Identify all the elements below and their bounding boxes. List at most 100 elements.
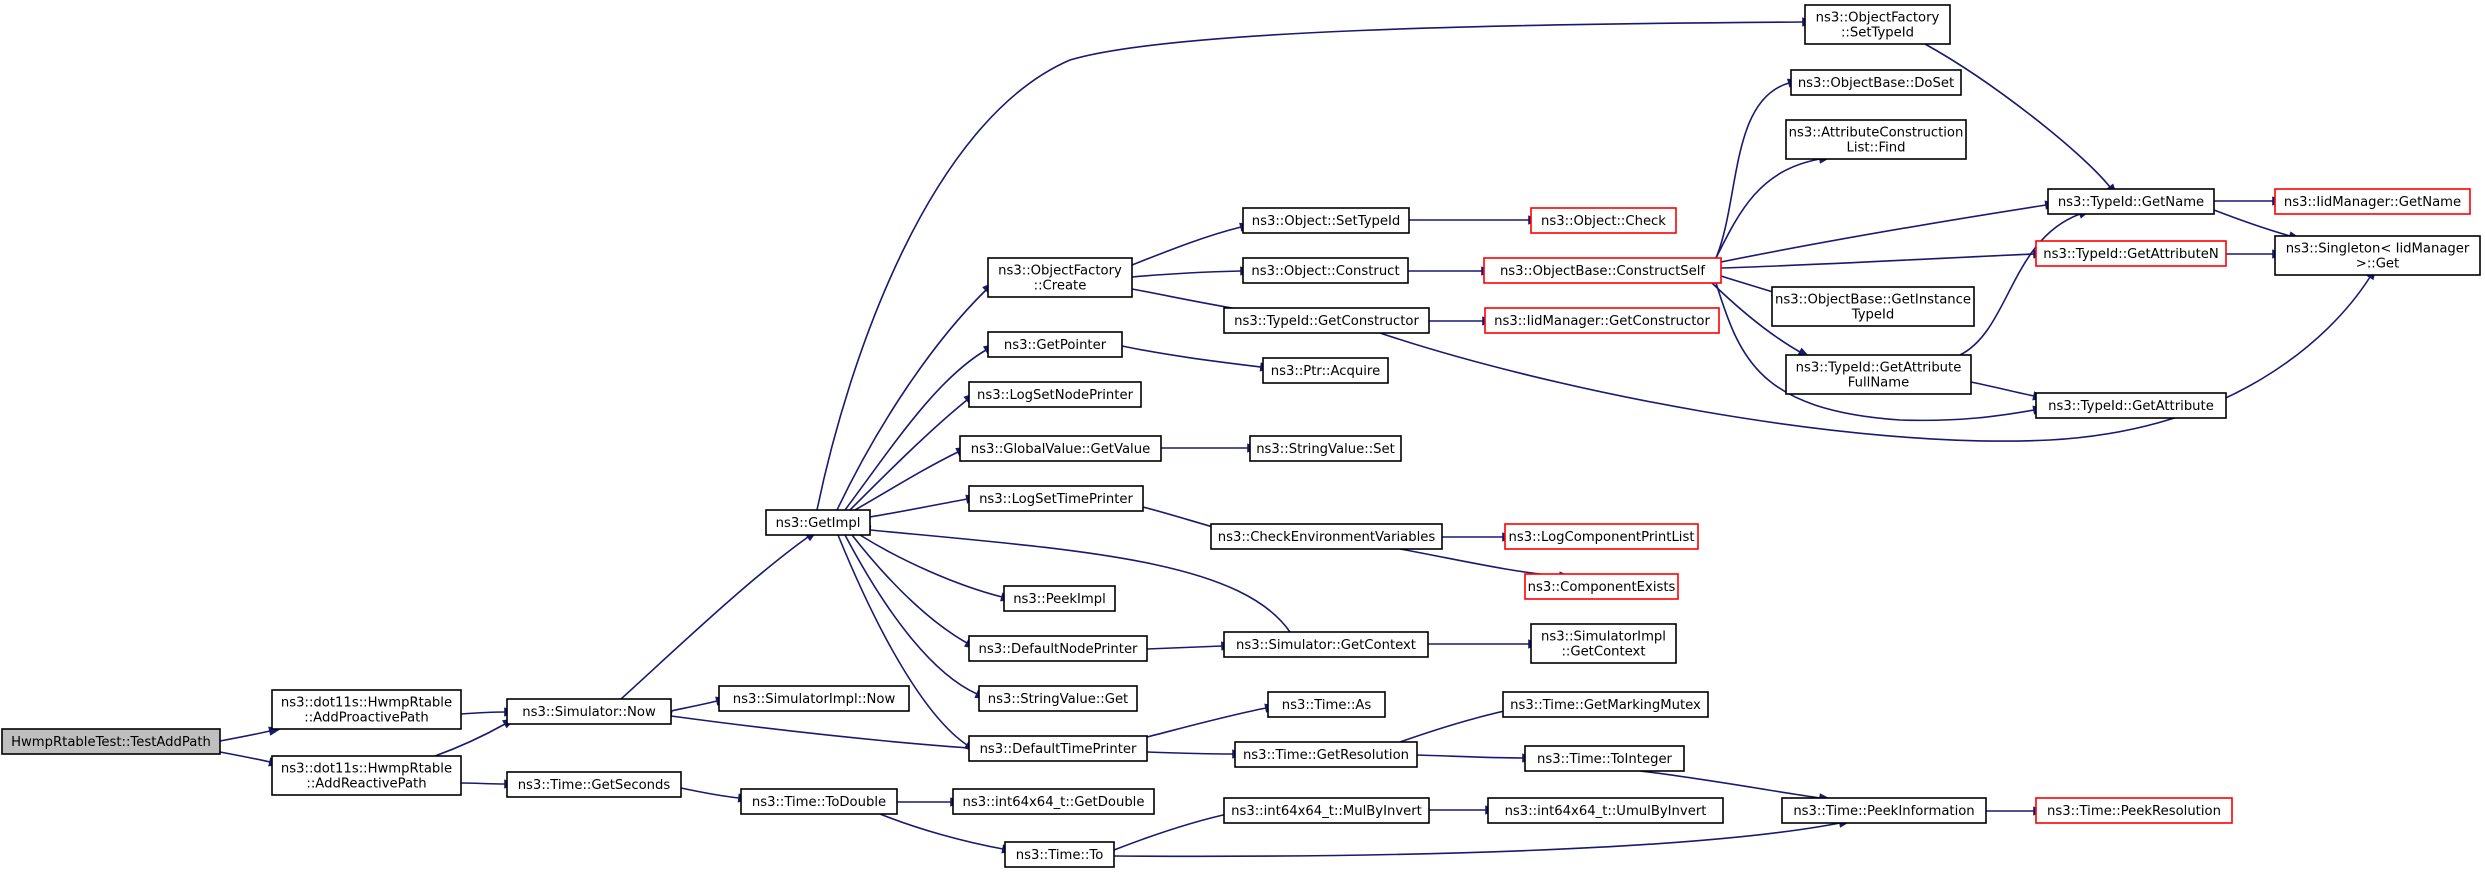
node-box[interactable] bbox=[968, 485, 1144, 512]
node-box[interactable] bbox=[968, 735, 1148, 762]
node-box[interactable] bbox=[1524, 745, 1685, 772]
node-n17[interactable]: ns3::Object::Construct bbox=[1242, 257, 1409, 284]
node-n7[interactable]: ns3::ObjectFactory::Create bbox=[987, 257, 1133, 298]
node-box[interactable] bbox=[1210, 523, 1443, 550]
node-box[interactable] bbox=[765, 509, 871, 536]
node-box[interactable] bbox=[1, 728, 221, 755]
node-n40[interactable]: ns3::SimulatorImpl::GetContext bbox=[1530, 623, 1677, 664]
node-n4[interactable]: ns3::SimulatorImpl::Now bbox=[718, 685, 910, 712]
node-box[interactable] bbox=[987, 257, 1133, 298]
node-box[interactable] bbox=[1804, 4, 1951, 45]
node-box[interactable] bbox=[2274, 188, 2471, 215]
node-n1[interactable]: ns3::dot11s::HwmpRtable::AddProactivePat… bbox=[271, 689, 462, 730]
node-box[interactable] bbox=[1785, 354, 1972, 395]
node-box[interactable] bbox=[506, 698, 672, 725]
node-box[interactable] bbox=[1249, 435, 1402, 462]
node-box[interactable] bbox=[718, 685, 910, 712]
node-box[interactable] bbox=[952, 788, 1155, 815]
node-n10[interactable]: ns3::GlobalValue::GetValue bbox=[959, 435, 1162, 462]
node-n25[interactable]: ns3::Time::GetSeconds bbox=[506, 771, 682, 798]
node-box[interactable] bbox=[271, 689, 462, 730]
node-box[interactable] bbox=[968, 635, 1148, 662]
node-n15[interactable]: ns3::DefaultTimePrinter bbox=[968, 735, 1148, 762]
node-n19[interactable]: ns3::Ptr::Acquire bbox=[1262, 357, 1389, 384]
node-n13[interactable]: ns3::DefaultNodePrinter bbox=[968, 635, 1148, 662]
node-box[interactable] bbox=[1242, 257, 1409, 284]
node-n0[interactable]: HwmpRtableTest::TestAddPath bbox=[1, 728, 221, 755]
node-n48[interactable]: ns3::IidManager::GetName bbox=[2274, 188, 2471, 215]
node-n23[interactable]: ns3::Time::As bbox=[1267, 691, 1386, 718]
node-n36[interactable]: ns3::ObjectBase::ConstructSelf bbox=[1483, 257, 1722, 284]
node-box[interactable] bbox=[2274, 235, 2481, 276]
node-box[interactable] bbox=[740, 788, 898, 815]
node-n37[interactable]: ns3::IidManager::GetConstructor bbox=[1484, 307, 1720, 334]
node-n38[interactable]: ns3::LogComponentPrintList bbox=[1504, 523, 1699, 550]
node-n30[interactable]: ns3::int64x64_t::UmulByInvert bbox=[1487, 797, 1724, 824]
node-n8[interactable]: ns3::GetPointer bbox=[987, 331, 1123, 358]
node-box[interactable] bbox=[1504, 523, 1699, 550]
node-n26[interactable]: ns3::Time::ToDouble bbox=[740, 788, 898, 815]
node-n35[interactable]: ns3::Object::Check bbox=[1530, 207, 1677, 234]
node-box[interactable] bbox=[987, 331, 1123, 358]
node-n27[interactable]: ns3::int64x64_t::GetDouble bbox=[952, 788, 1155, 815]
node-box[interactable] bbox=[1487, 797, 1724, 824]
node-n47[interactable]: ns3::TypeId::GetAttribute bbox=[2035, 392, 2227, 419]
node-n22[interactable]: ns3::Simulator::GetContext bbox=[1223, 631, 1429, 658]
node-box[interactable] bbox=[1234, 741, 1418, 768]
node-box[interactable] bbox=[1781, 797, 1987, 824]
node-n34[interactable]: ns3::Time::PeekResolution bbox=[2035, 797, 2233, 824]
node-box[interactable] bbox=[1502, 691, 1709, 718]
node-n20[interactable]: ns3::StringValue::Set bbox=[1249, 435, 1402, 462]
node-n24[interactable]: ns3::Time::GetResolution bbox=[1234, 741, 1418, 768]
node-n9[interactable]: ns3::LogSetNodePrinter bbox=[968, 381, 1142, 408]
node-n12[interactable]: ns3::PeekImpl bbox=[1003, 585, 1116, 612]
node-box[interactable] bbox=[1530, 207, 1677, 234]
node-box[interactable] bbox=[1524, 573, 1679, 600]
node-box[interactable] bbox=[2047, 188, 2215, 215]
node-n32[interactable]: ns3::Time::ToInteger bbox=[1524, 745, 1685, 772]
node-n18[interactable]: ns3::TypeId::GetConstructor bbox=[1223, 307, 1430, 334]
node-n39[interactable]: ns3::ComponentExists bbox=[1524, 573, 1679, 600]
node-box[interactable] bbox=[1003, 585, 1116, 612]
node-n31[interactable]: ns3::Time::GetMarkingMutex bbox=[1502, 691, 1709, 718]
node-box[interactable] bbox=[978, 685, 1138, 712]
node-n3[interactable]: ns3::Simulator::Now bbox=[506, 698, 672, 725]
node-n33[interactable]: ns3::Time::PeekInformation bbox=[1781, 797, 1987, 824]
node-n6[interactable]: ns3::ObjectFactory::SetTypeId bbox=[1804, 4, 1951, 45]
node-box[interactable] bbox=[1223, 797, 1430, 824]
node-box[interactable] bbox=[1483, 257, 1722, 284]
node-box[interactable] bbox=[1790, 69, 1962, 96]
node-box[interactable] bbox=[2035, 240, 2227, 267]
node-box[interactable] bbox=[1267, 691, 1386, 718]
node-n14[interactable]: ns3::StringValue::Get bbox=[978, 685, 1138, 712]
node-n49[interactable]: ns3::Singleton< IidManager >::Get bbox=[2274, 235, 2481, 276]
node-box[interactable] bbox=[968, 381, 1142, 408]
node-n2[interactable]: ns3::dot11s::HwmpRtable::AddReactivePath bbox=[271, 755, 462, 796]
node-box[interactable] bbox=[506, 771, 682, 798]
node-box[interactable] bbox=[1223, 307, 1430, 334]
node-box[interactable] bbox=[959, 435, 1162, 462]
node-n5[interactable]: ns3::GetImpl bbox=[765, 509, 871, 536]
node-box[interactable] bbox=[271, 755, 462, 796]
node-box[interactable] bbox=[1262, 357, 1389, 384]
node-box[interactable] bbox=[1223, 631, 1429, 658]
node-box[interactable] bbox=[1242, 207, 1410, 234]
node-n29[interactable]: ns3::int64x64_t::MulByInvert bbox=[1223, 797, 1430, 824]
node-n43[interactable]: ns3::TypeId::GetName bbox=[2047, 188, 2215, 215]
node-n11[interactable]: ns3::LogSetTimePrinter bbox=[968, 485, 1144, 512]
node-n21[interactable]: ns3::CheckEnvironmentVariables bbox=[1210, 523, 1443, 550]
node-n44[interactable]: ns3::TypeId::GetAttributeN bbox=[2035, 240, 2227, 267]
node-box[interactable] bbox=[1530, 623, 1677, 664]
node-box[interactable] bbox=[1785, 119, 1967, 160]
node-n28[interactable]: ns3::Time::To bbox=[1004, 841, 1115, 868]
node-box[interactable] bbox=[2035, 392, 2227, 419]
node-box[interactable] bbox=[1771, 286, 1975, 327]
node-n41[interactable]: ns3::ObjectBase::DoSet bbox=[1790, 69, 1962, 96]
node-box[interactable] bbox=[1484, 307, 1720, 334]
node-box[interactable] bbox=[1004, 841, 1115, 868]
node-box[interactable] bbox=[2035, 797, 2233, 824]
node-n16[interactable]: ns3::Object::SetTypeId bbox=[1242, 207, 1410, 234]
